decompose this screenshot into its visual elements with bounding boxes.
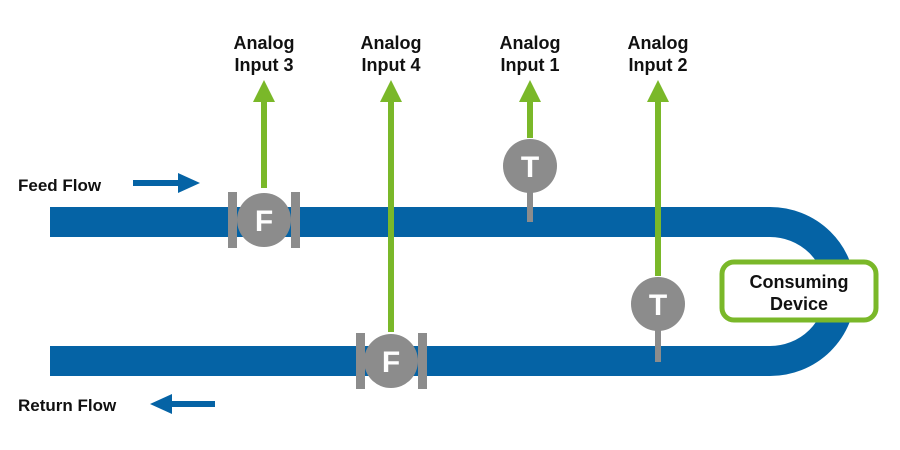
- flow-meter-icon: [356, 333, 427, 389]
- temperature-sensor-icon: [631, 277, 685, 362]
- input-label-line2: Input 1: [501, 55, 560, 75]
- input-label-line2: Input 4: [362, 55, 421, 75]
- signal-arrow-icon: [519, 80, 541, 138]
- return-flow-label: Return Flow: [18, 396, 117, 415]
- feed-flow-arrow-icon: [133, 173, 200, 193]
- signal-arrow-icon: [380, 80, 402, 332]
- device-label-line1: Consuming: [750, 272, 849, 292]
- sensor-letter: F: [255, 205, 273, 238]
- sensor-letter: T: [649, 289, 667, 322]
- analog-input-3: Analog Input 3 F: [228, 33, 300, 248]
- sensor-letter: T: [521, 151, 539, 184]
- analog-input-4: Analog Input 4 F: [356, 33, 427, 389]
- consuming-device: Consuming Device: [719, 259, 879, 323]
- input-label-line2: Input 2: [629, 55, 688, 75]
- input-label-line1: Analog: [361, 33, 422, 53]
- analog-input-2: Analog Input 2 T: [628, 33, 689, 362]
- sensor-letter: F: [382, 346, 400, 379]
- return-flow-arrow-icon: [150, 394, 215, 414]
- input-label-line1: Analog: [500, 33, 561, 53]
- input-label-line1: Analog: [234, 33, 295, 53]
- input-label-line1: Analog: [628, 33, 689, 53]
- signal-arrow-icon: [253, 80, 275, 188]
- flow-meter-icon: [228, 192, 300, 248]
- input-label-line2: Input 3: [235, 55, 294, 75]
- feed-flow-label: Feed Flow: [18, 176, 102, 195]
- temperature-sensor-icon: [503, 139, 557, 222]
- analog-input-1: Analog Input 1 T: [500, 33, 561, 222]
- signal-arrow-icon: [647, 80, 669, 276]
- device-label-line2: Device: [770, 294, 828, 314]
